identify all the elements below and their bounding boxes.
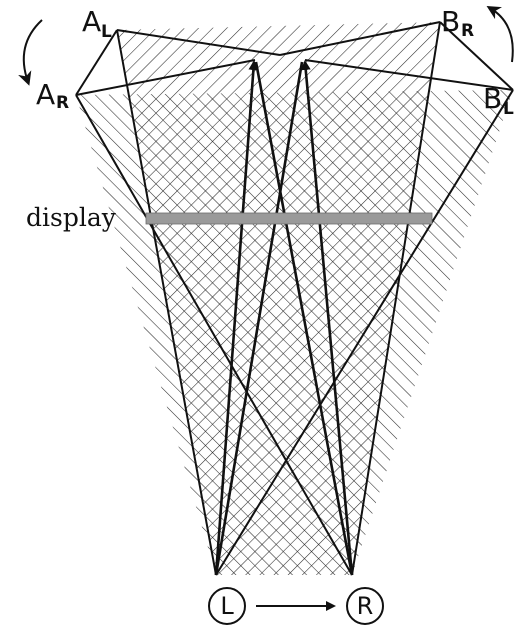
- gaze-arrows: [214, 60, 354, 576]
- label-b-right-sub: R: [461, 21, 474, 41]
- gaze-arrow-right: [300, 60, 354, 576]
- eye-left-label: L: [220, 592, 234, 620]
- frustum-right-eye-tilted: [76, 90, 513, 575]
- display-plane: display: [26, 203, 433, 232]
- eye-right: R: [346, 587, 384, 625]
- label-a-left-main: A: [82, 5, 101, 38]
- display-label: display: [26, 203, 117, 232]
- rotate-left-arrow-icon: [18, 19, 43, 86]
- label-b-right-main: B: [441, 5, 460, 38]
- label-a-right-sub: R: [56, 93, 69, 113]
- gaze-arrow-left: [214, 60, 259, 576]
- label-b-left: B L: [483, 82, 514, 119]
- rotate-right-arrow-icon: [486, 5, 514, 63]
- label-b-left-main: B: [483, 82, 502, 115]
- label-b-left-sub: L: [503, 99, 514, 119]
- eye-right-label: R: [357, 592, 374, 620]
- frustum-edges: [75, 21, 514, 576]
- label-a-right: A R: [36, 78, 69, 113]
- label-a-left: A L: [82, 5, 112, 42]
- label-a-left-sub: L: [101, 22, 112, 42]
- label-b-right: B R: [441, 5, 474, 41]
- gaze-arrow-right-inner: [254, 61, 354, 576]
- label-a-right-main: A: [36, 78, 55, 111]
- gaze-arrow-left-inner: [214, 61, 304, 576]
- eye-left: L: [208, 587, 246, 625]
